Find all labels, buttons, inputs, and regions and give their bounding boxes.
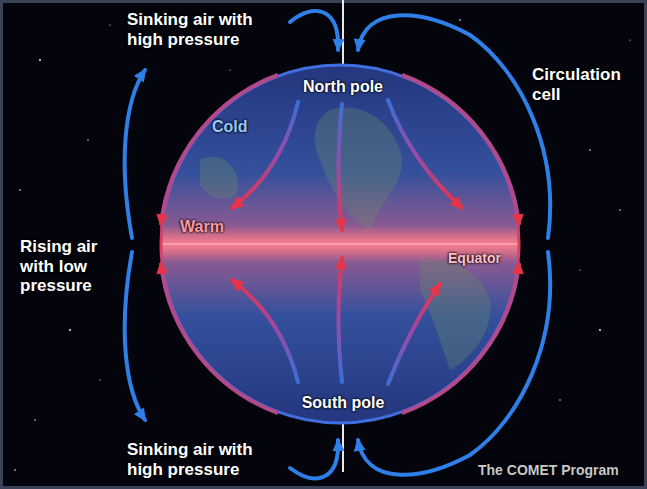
illustration-part xyxy=(402,75,519,225)
illustration-part xyxy=(161,263,278,413)
illustration-part xyxy=(87,139,88,140)
illustration-part xyxy=(339,258,343,382)
illustration-part xyxy=(229,69,230,70)
outer-circulation xyxy=(125,11,550,478)
globe-rim xyxy=(161,65,519,423)
illustration-part xyxy=(232,102,298,208)
equator-label: Equator xyxy=(448,250,514,266)
surface-flow xyxy=(161,75,519,413)
illustration-part xyxy=(14,469,16,471)
illustration-part xyxy=(339,104,343,230)
pressure-callout: Sinking air with high pressure xyxy=(127,440,287,479)
illustration-part xyxy=(99,379,100,380)
illustration-part xyxy=(290,440,338,478)
illustration-part xyxy=(315,107,402,230)
cell-callout: Circulation cell xyxy=(532,65,642,104)
illustration-part xyxy=(388,100,462,208)
illustration-part xyxy=(559,399,560,400)
axis-line xyxy=(342,0,344,64)
illustration-part xyxy=(109,24,110,25)
illustration-part xyxy=(34,419,35,420)
pressure-callout: Sinking air with high pressure xyxy=(127,10,287,49)
illustration-part xyxy=(629,39,630,40)
pole-label: North pole xyxy=(273,78,413,96)
illustration-part xyxy=(125,70,145,238)
illustration-part xyxy=(232,280,298,382)
pressure-callout: Rising air with low pressure xyxy=(20,237,120,296)
illustration-part xyxy=(402,263,519,413)
illustration-part xyxy=(358,252,550,475)
temperature-label: Warm xyxy=(180,218,250,236)
illustration-part xyxy=(200,157,238,199)
illustration-part xyxy=(69,329,71,331)
temperature-label: Cold xyxy=(212,118,272,136)
illustration-part xyxy=(579,269,580,270)
illustration-part xyxy=(388,284,440,384)
pole-label: South pole xyxy=(273,394,413,412)
illustration-part xyxy=(619,209,620,210)
illustration-part xyxy=(599,329,601,331)
illustration-part xyxy=(290,11,338,50)
credit-watermark: The COMET Program xyxy=(478,462,643,478)
globe xyxy=(161,65,519,423)
illustration-part xyxy=(125,252,145,420)
globe-flow-arrows xyxy=(232,100,462,384)
illustration-part xyxy=(39,59,41,61)
illustration-part xyxy=(161,75,278,225)
equator-line xyxy=(162,243,518,245)
illustration-part xyxy=(19,189,21,191)
axis-line xyxy=(342,424,344,472)
illustration-part xyxy=(459,19,461,21)
illustration-part xyxy=(589,149,591,151)
illustration-part xyxy=(358,15,550,238)
